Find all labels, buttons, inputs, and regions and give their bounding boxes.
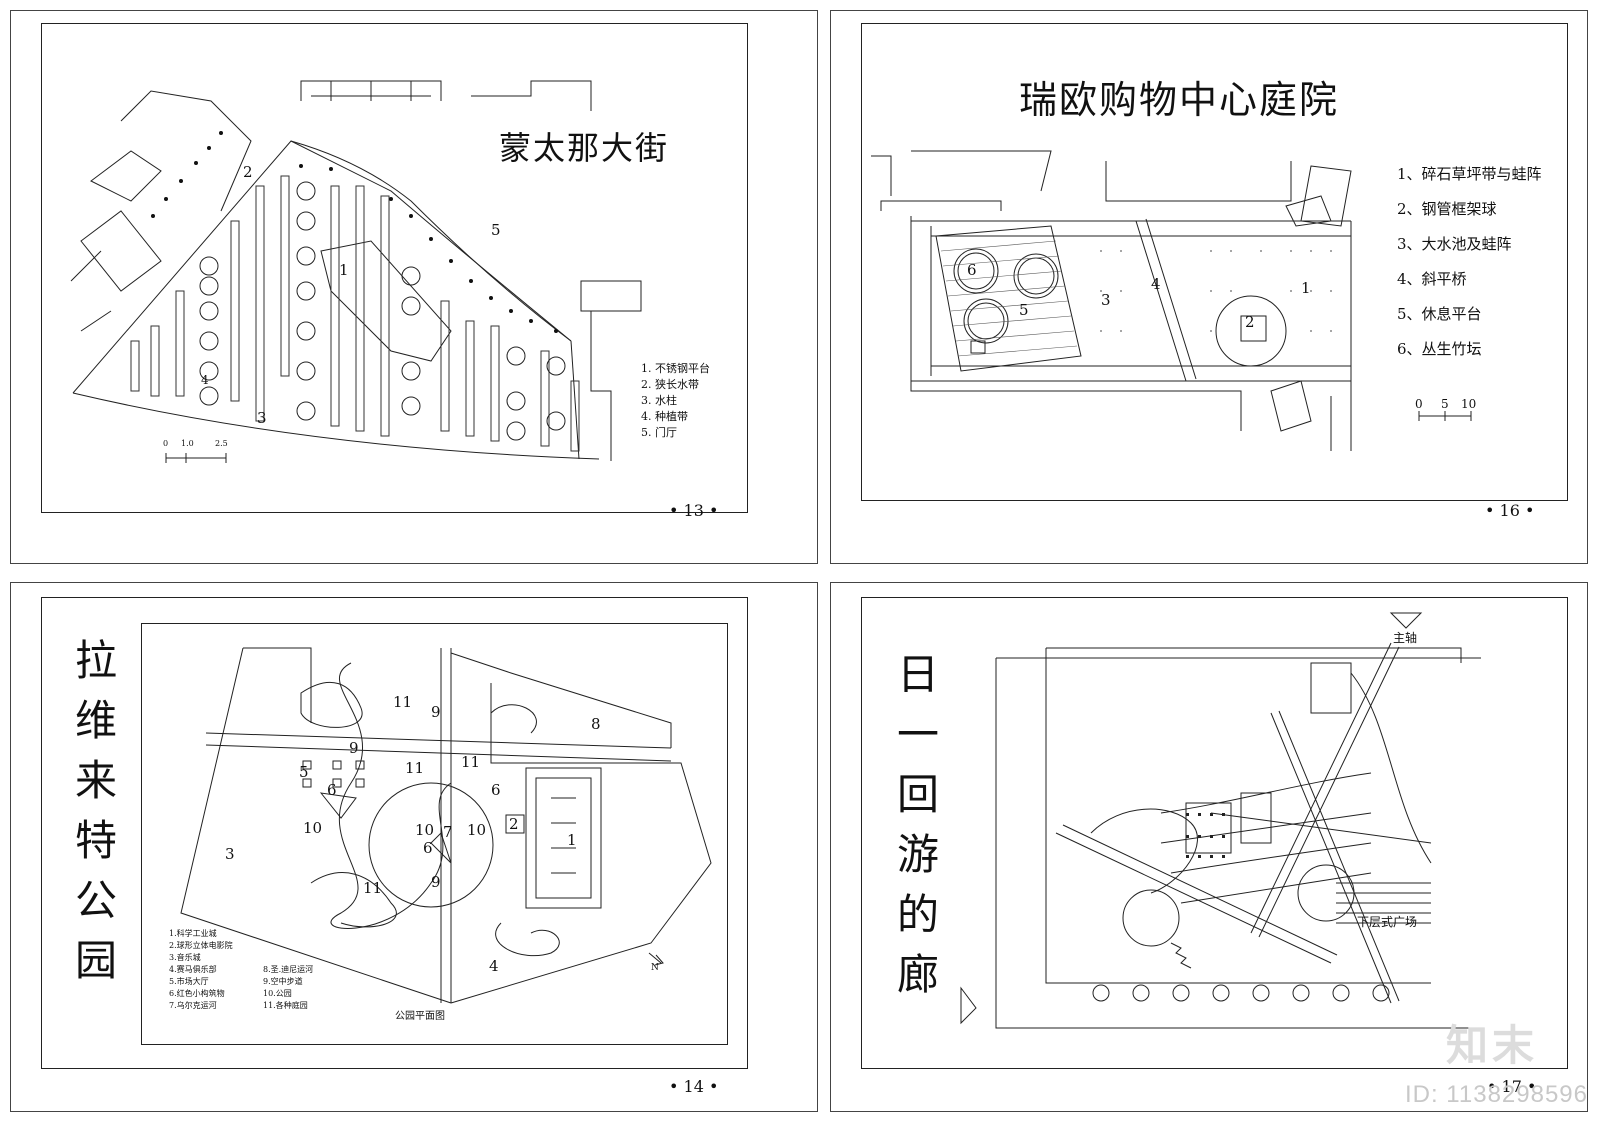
park-caption: 公园平面图 bbox=[395, 1011, 445, 1022]
legend-item: 6、丛生竹坛 bbox=[1397, 340, 1482, 358]
legend-item: 6.红色小构筑物 bbox=[169, 989, 225, 998]
garden-corridor-plan bbox=[831, 583, 1587, 1111]
plan-label-5: 5 bbox=[491, 221, 501, 239]
panel-16-frame bbox=[861, 23, 1568, 501]
la-villette-plan bbox=[11, 583, 817, 1111]
park-plan-frame bbox=[141, 623, 728, 1045]
rio-courtyard-plan bbox=[831, 11, 1587, 563]
legend-item: 5.市场大厅 bbox=[169, 977, 209, 986]
panel-16-sheet: 瑞欧购物中心庭院 1 2 3 4 5 6 1、碎石草坪带与蛙阵 2、钢管框架球 … bbox=[830, 10, 1588, 564]
sunken-plaza-label: 下层式广场 bbox=[1357, 915, 1418, 929]
legend-item: 3.音乐城 bbox=[169, 953, 201, 962]
park-label-9a: 9 bbox=[431, 703, 441, 721]
panel-13-legend: 1. 不锈钢平台 2. 狭长水带 3. 水柱 4. 种植带 5. 门厅 bbox=[641, 361, 710, 441]
plan-label-5: 5 bbox=[1019, 301, 1029, 319]
park-label-8: 8 bbox=[591, 715, 601, 733]
panel-13-page-number: • 13 • bbox=[669, 501, 719, 520]
panel-14-title: 拉维来特公园 bbox=[74, 636, 117, 985]
scale-1: 1.0 bbox=[181, 439, 194, 448]
park-label-9c: 9 bbox=[431, 873, 441, 891]
watermark-logo: 知末 bbox=[1445, 1022, 1538, 1069]
park-label-11b: 11 bbox=[405, 759, 425, 777]
panel-16-legend: 1、碎石草坪带与蛙阵 2、钢管框架球 3、大水池及蛙阵 4、斜平桥 5、休息平台… bbox=[1397, 157, 1542, 367]
park-legend-right: 8.圣.迪尼运河 9.空中步道 10.公园 11.各种庭园 bbox=[263, 964, 313, 1012]
panel-17-sheet: 日一回游的廊 主轴 下层式广场 • 17 • bbox=[830, 582, 1588, 1112]
panel-14-frame bbox=[41, 597, 748, 1069]
park-label-10a: 10 bbox=[303, 819, 323, 837]
panel-13-title: 蒙太那大街 bbox=[499, 129, 670, 167]
panel-14-page-number: • 14 • bbox=[669, 1077, 719, 1096]
legend-item: 4.赛马俱乐部 bbox=[169, 965, 217, 974]
park-label-6a: 6 bbox=[327, 781, 337, 799]
scale-1: 5 bbox=[1441, 397, 1449, 411]
legend-item: 2、钢管框架球 bbox=[1397, 200, 1497, 218]
legend-item: 2.球形立体电影院 bbox=[169, 941, 233, 950]
legend-item: 4、斜平桥 bbox=[1397, 270, 1467, 288]
scale-0: 0 bbox=[163, 439, 169, 448]
scale-0: 0 bbox=[1415, 397, 1423, 411]
panel-13-sheet: 蒙太那大街 1 2 3 4 5 1. 不锈钢平台 2. 狭长水带 3. 水柱 4… bbox=[10, 10, 818, 564]
park-label-11c: 11 bbox=[461, 753, 481, 771]
park-label-9b: 9 bbox=[349, 739, 359, 757]
park-label-3: 3 bbox=[225, 845, 235, 863]
legend-item: 3、大水池及蛙阵 bbox=[1397, 235, 1512, 253]
legend-item: 2. 狭长水带 bbox=[641, 378, 699, 391]
park-label-6c: 6 bbox=[491, 781, 501, 799]
panel-17-frame bbox=[861, 597, 1568, 1069]
watermark-id: ID: 1138298596 bbox=[1404, 1081, 1588, 1108]
legend-item: 7.乌尔克运河 bbox=[169, 1001, 217, 1010]
plan-label-1: 1 bbox=[339, 261, 349, 279]
park-label-6b: 6 bbox=[423, 839, 433, 857]
plan-label-1: 1 bbox=[1301, 279, 1311, 297]
park-label-5: 5 bbox=[299, 763, 309, 781]
scale-2: 10 bbox=[1461, 397, 1477, 411]
plan-label-4: 4 bbox=[1151, 275, 1161, 293]
north-label: N bbox=[651, 963, 659, 973]
panel-16-page-number: • 16 • bbox=[1485, 501, 1535, 520]
park-label-7: 7 bbox=[443, 823, 453, 841]
park-label-2: 2 bbox=[509, 815, 519, 833]
legend-item: 1、碎石草坪带与蛙阵 bbox=[1397, 165, 1542, 183]
plan-label-2: 2 bbox=[1245, 313, 1255, 331]
legend-item: 1. 不锈钢平台 bbox=[641, 362, 710, 375]
park-legend-left: 1.科学工业城 2.球形立体电影院 3.音乐城 4.赛马俱乐部 5.市场大厅 6… bbox=[169, 928, 233, 1012]
park-label-1: 1 bbox=[567, 831, 577, 849]
legend-item: 8.圣.迪尼运河 bbox=[263, 965, 314, 974]
panel-17-page-number: • 17 • bbox=[1487, 1077, 1537, 1096]
legend-item: 5. 门厅 bbox=[641, 426, 677, 439]
panel-14-sheet: 拉维来特公园 1 2 3 4 5 6 6 6 7 8 9 9 9 10 10 1… bbox=[10, 582, 818, 1112]
park-label-11a: 11 bbox=[393, 693, 413, 711]
main-axis-label: 主轴 bbox=[1393, 631, 1418, 645]
scale-2: 2.5 bbox=[215, 439, 228, 448]
legend-item: 10.公园 bbox=[263, 989, 292, 998]
legend-item: 4. 种植带 bbox=[641, 410, 688, 423]
plan-label-4: 4 bbox=[201, 373, 209, 387]
panel-13-frame bbox=[41, 23, 748, 513]
plan-label-6: 6 bbox=[967, 261, 977, 279]
panel-16-title: 瑞欧购物中心庭院 bbox=[1019, 78, 1340, 122]
legend-item: 5、休息平台 bbox=[1397, 305, 1482, 323]
legend-item: 9.空中步道 bbox=[263, 977, 303, 986]
park-label-10b: 10 bbox=[415, 821, 435, 839]
montana-street-plan bbox=[11, 11, 817, 563]
plan-label-3: 3 bbox=[257, 409, 267, 427]
park-label-11d: 11 bbox=[363, 879, 383, 897]
park-label-10c: 10 bbox=[467, 821, 487, 839]
legend-item: 1.科学工业城 bbox=[169, 929, 217, 938]
legend-item: 3. 水柱 bbox=[641, 394, 677, 407]
legend-item: 11.各种庭园 bbox=[263, 1001, 308, 1010]
plan-label-3: 3 bbox=[1101, 291, 1111, 309]
panel-17-title: 日一回游的廊 bbox=[896, 650, 939, 999]
plan-label-2: 2 bbox=[243, 163, 253, 181]
park-label-4: 4 bbox=[489, 957, 499, 975]
